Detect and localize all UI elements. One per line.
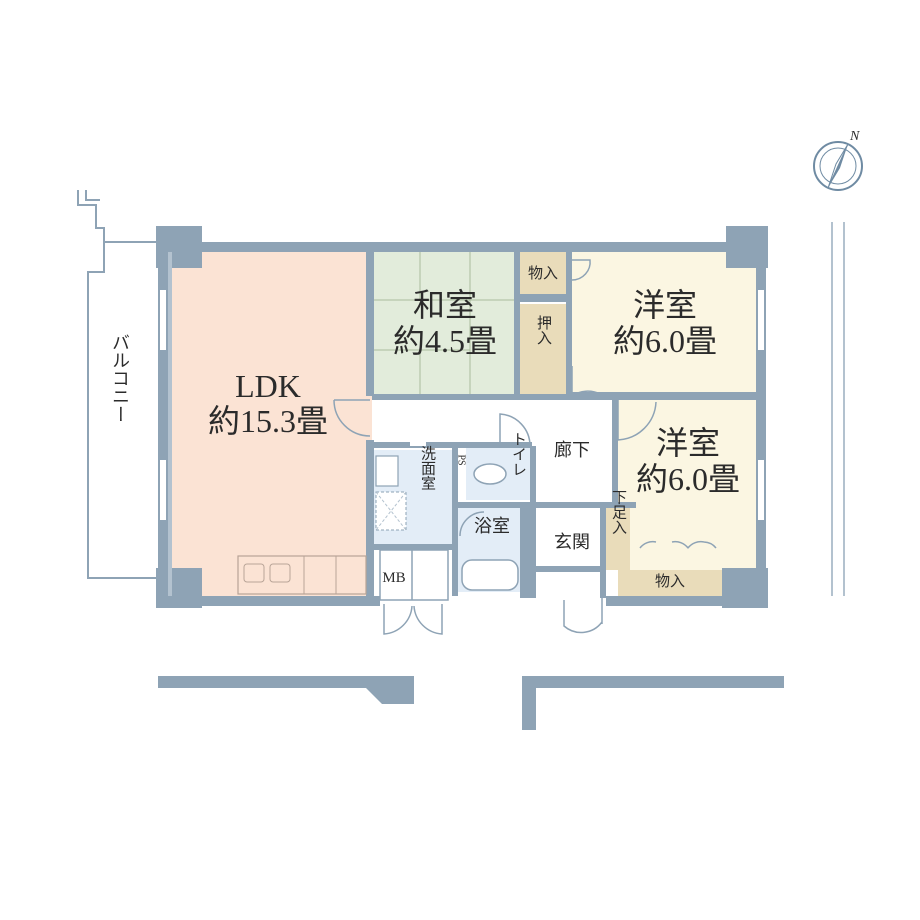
ldk-floor [166, 250, 372, 597]
oshiire-label: 押入 [535, 315, 552, 345]
ldk-name: LDK [235, 368, 301, 404]
youshitsu1-floor [572, 250, 760, 396]
compass-icon: N [813, 129, 863, 191]
exterior-walls [156, 226, 768, 608]
monoire-top-floor [518, 250, 568, 294]
common-corridor [158, 676, 784, 730]
interior-walls [366, 250, 760, 600]
youshitsu1-name: 洋室 [633, 287, 697, 323]
washitsu-floor [372, 250, 518, 396]
ldk-area: 約15.3畳 [208, 403, 328, 439]
ps-label: PS [456, 454, 467, 465]
right-boundary-lines [831, 222, 845, 596]
compass-north-label: N [849, 129, 860, 144]
toilet-fixture [473, 463, 507, 485]
balcony-label: バルコニー [110, 333, 130, 423]
monoire-bottom-floor [618, 570, 722, 598]
senmenjo-label: 洗面室 [419, 446, 436, 491]
ldk-window-strip [168, 252, 172, 596]
washitsu-name: 和室 [413, 287, 477, 323]
youshitsu2-floor [618, 398, 760, 570]
monoire-bottom-label: 物入 [655, 573, 685, 590]
youshitsu2-area: 約6.0畳 [636, 461, 740, 497]
mb-closet [379, 549, 449, 601]
shitabako-floor [604, 506, 630, 570]
balcony [77, 190, 158, 579]
oshiire-floor [518, 304, 568, 394]
bathtub [461, 559, 519, 591]
youshitsu2-name: 洋室 [656, 425, 720, 461]
washitsu-area: 約4.5畳 [393, 323, 497, 359]
mb-label: MB [382, 570, 405, 586]
shitabako-label: 下足入 [610, 490, 627, 535]
doors [333, 259, 717, 635]
monoire-top-label: 物入 [528, 265, 558, 282]
youshitsu1-area: 約6.0畳 [613, 323, 717, 359]
kitchen-counter [237, 555, 367, 595]
yokushitsu-label: 浴室 [474, 516, 510, 536]
genkan-label: 玄関 [554, 532, 590, 552]
rouka-label: 廊下 [554, 440, 590, 460]
washbasin [375, 455, 407, 531]
toilet-label: トイレ [510, 432, 526, 477]
tatami-lines [372, 250, 518, 396]
